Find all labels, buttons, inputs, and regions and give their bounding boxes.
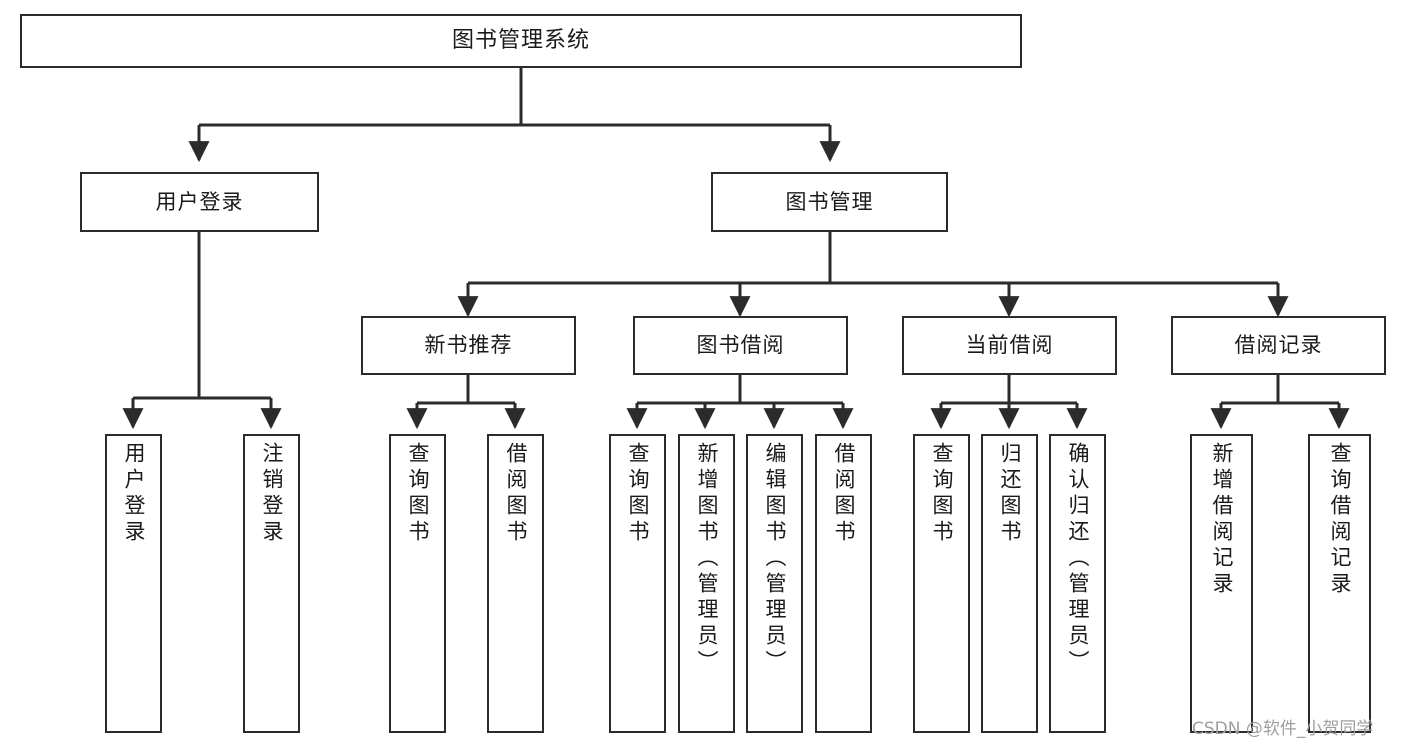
leaf-current-confirm-return-admin[interactable]: 确认归还（管理员） [1049,434,1106,733]
leaf-current-return-book[interactable]: 归还图书 [981,434,1038,733]
node-new-book-recommend[interactable]: 新书推荐 [361,316,576,375]
node-label: 借阅图书 [832,442,856,546]
node-label: 图书管理系统 [451,28,590,54]
node-label: 查询借阅记录 [1328,442,1352,598]
leaf-user-login-login[interactable]: 用户登录 [105,434,162,733]
node-label: 借阅记录 [1234,333,1323,358]
node-borrow-record[interactable]: 借阅记录 [1171,316,1386,375]
node-current-borrow[interactable]: 当前借阅 [902,316,1117,375]
node-label: 注销登录 [260,442,284,546]
node-label: 编辑图书（管理员） [763,442,787,676]
leaf-record-add-record[interactable]: 新增借阅记录 [1190,434,1253,733]
node-label: 当前借阅 [965,333,1054,358]
node-label: 用户登录 [155,189,244,214]
node-book-borrow[interactable]: 图书借阅 [633,316,848,375]
leaf-current-query-book[interactable]: 查询图书 [913,434,970,733]
csdn-watermark: CSDN @软件_小贺同学 [1192,719,1374,739]
leaf-record-query-record[interactable]: 查询借阅记录 [1308,434,1371,733]
node-book-management[interactable]: 图书管理 [711,172,948,232]
node-label: 图书管理 [785,189,874,214]
node-label: 用户登录 [122,442,146,546]
node-label: 查询图书 [626,442,650,546]
node-label: 新增图书（管理员） [695,442,719,676]
leaf-borrow-query-book[interactable]: 查询图书 [609,434,666,733]
node-label: 图书借阅 [696,333,785,358]
node-label: 借阅图书 [504,442,528,546]
node-label: 确认归还（管理员） [1066,442,1090,676]
leaf-user-login-logout[interactable]: 注销登录 [243,434,300,733]
leaf-borrow-borrow-book[interactable]: 借阅图书 [815,434,872,733]
leaf-borrow-add-book-admin[interactable]: 新增图书（管理员） [678,434,735,733]
node-label: 新书推荐 [424,333,513,358]
node-label: 查询图书 [406,442,430,546]
leaf-recommend-query-book[interactable]: 查询图书 [389,434,446,733]
leaf-borrow-edit-book-admin[interactable]: 编辑图书（管理员） [746,434,803,733]
node-label: 新增借阅记录 [1210,442,1234,598]
node-label: 查询图书 [930,442,954,546]
node-label: 归还图书 [998,442,1022,546]
node-root-system[interactable]: 图书管理系统 [20,14,1022,68]
node-user-login[interactable]: 用户登录 [80,172,319,232]
leaf-recommend-borrow-book[interactable]: 借阅图书 [487,434,544,733]
